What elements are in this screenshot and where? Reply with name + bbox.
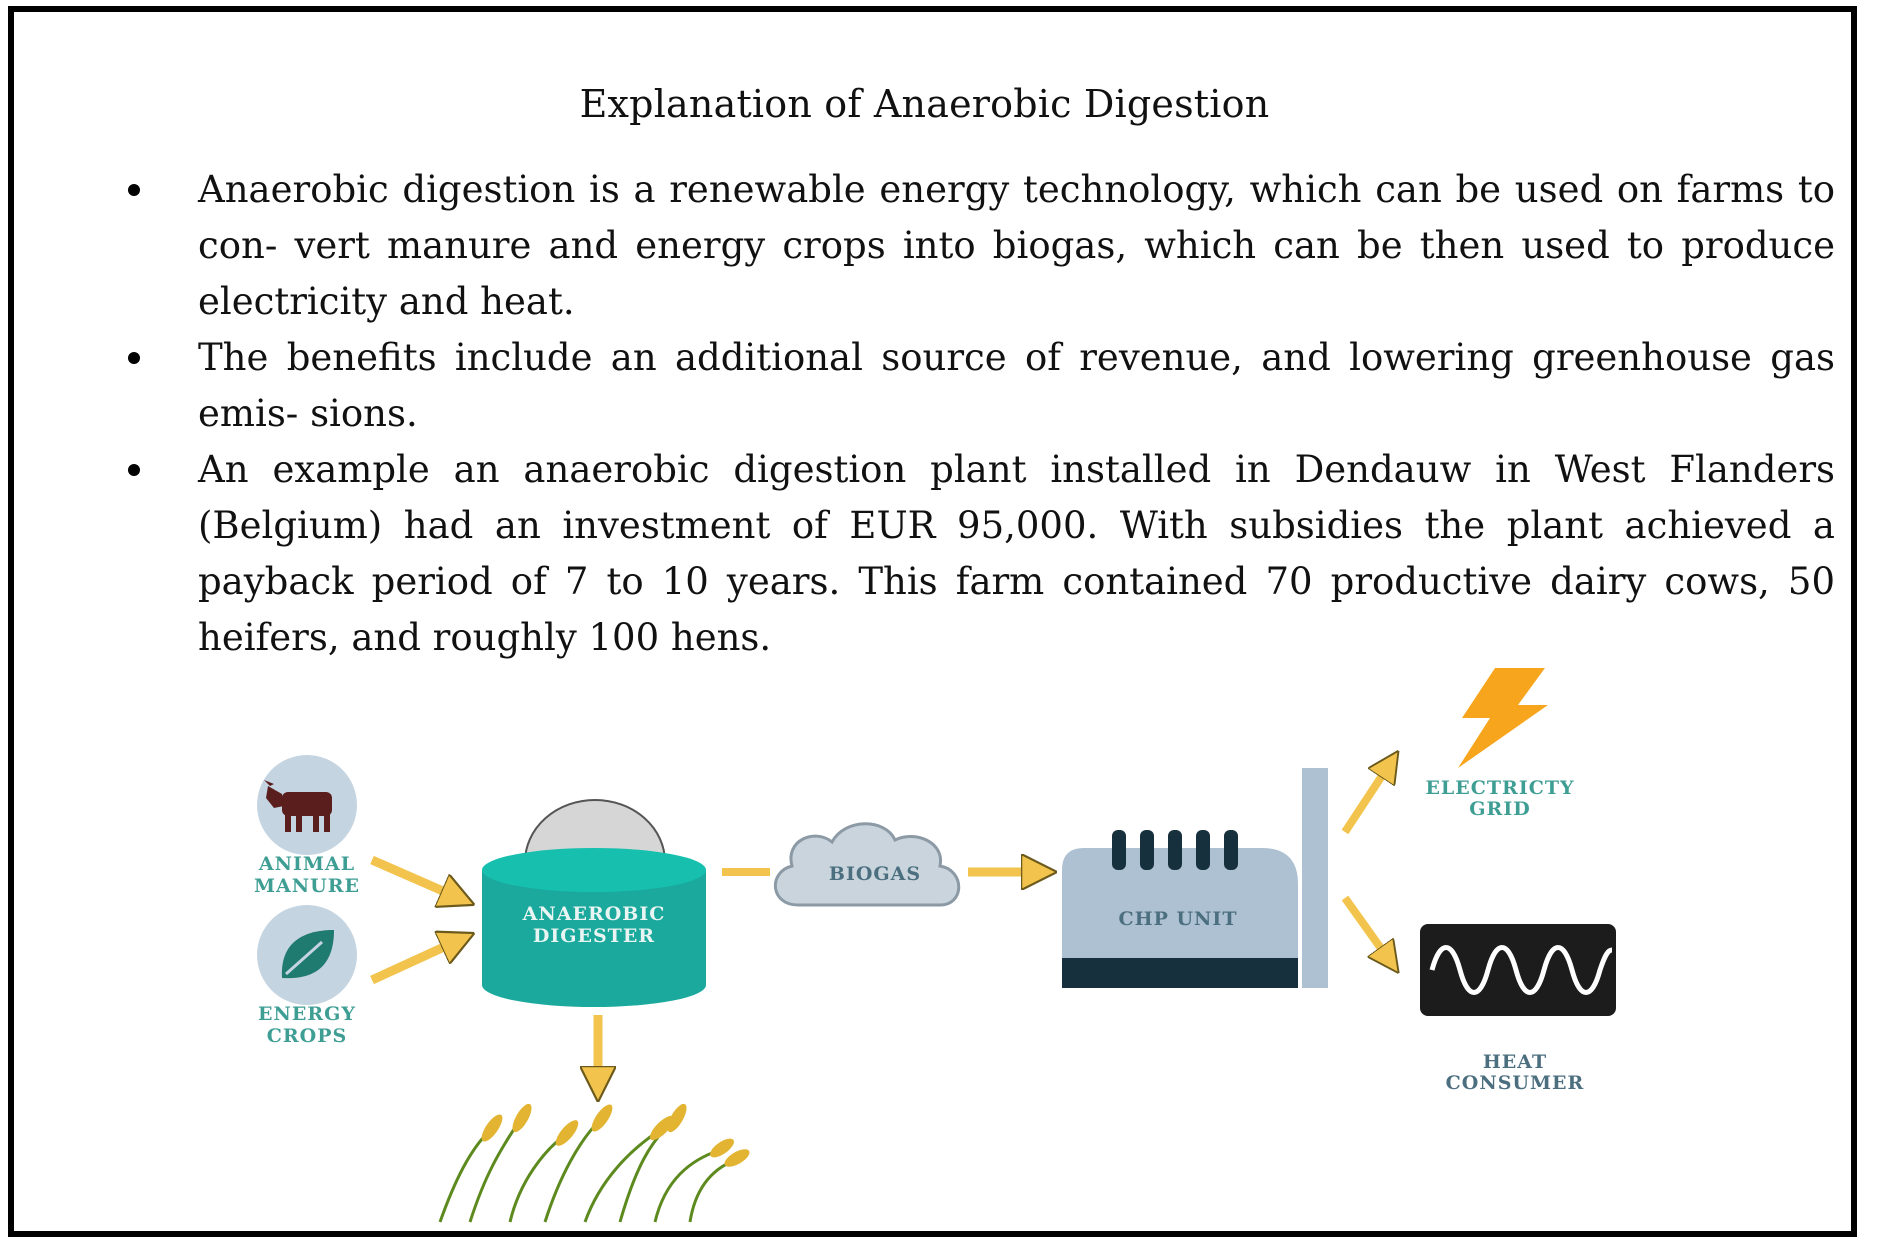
cloud-icon [774, 822, 961, 907]
manure-to-digester-arrow [370, 855, 468, 902]
cow-icon [264, 780, 332, 832]
chp-unit-node: CHP UNIT [1062, 768, 1328, 988]
animal-manure-label-2: MANURE [254, 875, 360, 897]
list-item: Anaerobic digestion is a renewable energ… [110, 162, 1835, 330]
bullet-text: An example an anaerobic digestion plant … [198, 448, 1835, 659]
heat-consumer-label-2: CONSUMER [1446, 1072, 1585, 1094]
digester-top [482, 848, 706, 892]
chp-vents-icon [1112, 830, 1238, 870]
digester-label-1: ANAEROBIC [522, 903, 666, 925]
list-item: The benefits include an additional sourc… [110, 330, 1835, 442]
anaerobic-digester-node: ANAEROBIC DIGESTER [482, 799, 706, 1007]
page-title: Explanation of Anaerobic Digestion [579, 82, 1270, 126]
bullet-dot-icon [128, 184, 140, 196]
crops-to-digester-arrow [370, 936, 468, 985]
biogas-label: BIOGAS [829, 863, 921, 885]
bullet-list: Anaerobic digestion is a renewable energ… [110, 162, 1835, 666]
animal-manure-node: ANIMAL MANURE [254, 755, 360, 897]
chp-to-grid-arrow [1341, 756, 1395, 835]
heat-consumer-node: HEAT CONSUMER [1420, 924, 1616, 1094]
chp-chimney [1302, 768, 1328, 988]
heat-wave-icon [1429, 945, 1613, 995]
list-item: An example an anaerobic digestion plant … [110, 442, 1835, 666]
chp-body [1062, 848, 1298, 988]
animal-manure-label-1: ANIMAL [258, 853, 355, 875]
energy-crops-node: ENERGY CROPS [257, 905, 357, 1047]
chp-unit-label: CHP UNIT [1119, 908, 1238, 930]
digester-dome [523, 799, 667, 863]
bullet-dot-icon [128, 464, 140, 476]
chp-to-heat-arrow [1341, 895, 1395, 968]
heat-consumer-label-1: HEAT [1483, 1051, 1547, 1073]
digester-tank [482, 870, 706, 1007]
energy-crops-label-1: ENERGY [258, 1003, 356, 1025]
bullet-text: The benefits include an additional sourc… [198, 336, 1835, 435]
chp-base [1062, 958, 1298, 988]
electricity-grid-label-1: ELECTRICTY [1425, 777, 1574, 799]
digester-label-2: DIGESTER [533, 925, 655, 947]
lightning-icon [1458, 668, 1548, 768]
energy-crops-label-2: CROPS [267, 1025, 347, 1047]
grain-heads-icon [481, 1103, 750, 1167]
bullet-dot-icon [128, 352, 140, 364]
bullet-text: Anaerobic digestion is a renewable energ… [198, 168, 1835, 323]
electricity-grid-node: ELECTRICTY GRID [1425, 668, 1574, 820]
electricity-grid-label-2: GRID [1469, 798, 1530, 820]
document-frame [8, 6, 1857, 1237]
biogas-node: BIOGAS [774, 822, 961, 907]
